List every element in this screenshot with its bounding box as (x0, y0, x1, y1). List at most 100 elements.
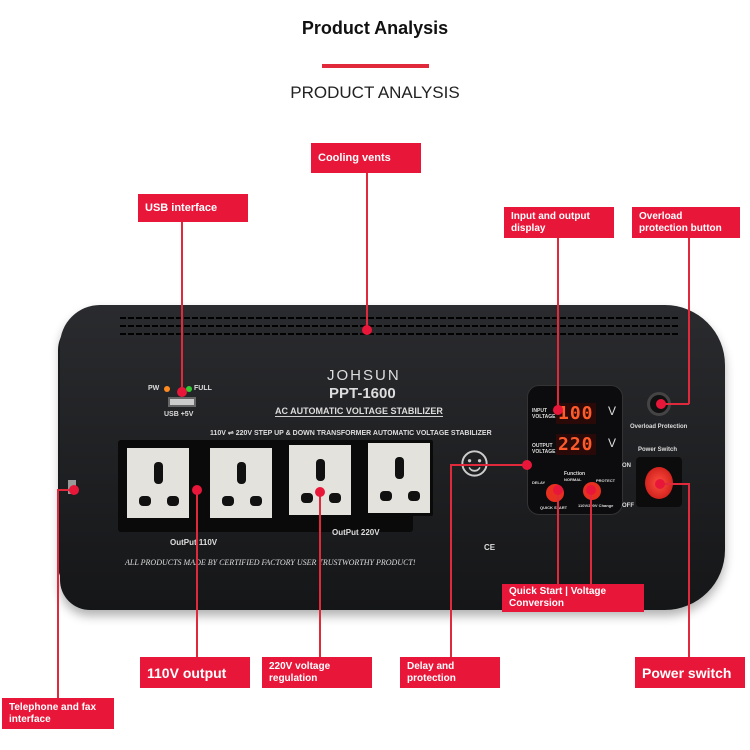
vent-slot (664, 317, 670, 319)
vent-slot (608, 317, 614, 319)
vent-slot (488, 333, 494, 335)
vent-slot (256, 317, 262, 319)
spec-line: 110V ⇌ 220V STEP UP & DOWN TRANSFORMER A… (210, 430, 492, 437)
overload-label: Overload Protection (630, 424, 688, 430)
vent-slot (352, 333, 358, 335)
vent-slot (216, 325, 222, 327)
vent-slot (576, 325, 582, 327)
vent-slot (352, 325, 358, 327)
vent-slot (184, 325, 190, 327)
vent-slot (264, 333, 270, 335)
vent-slot (416, 317, 422, 319)
vent-slot (272, 333, 278, 335)
output-unit: V (608, 436, 617, 450)
vent-slot (344, 325, 350, 327)
vent-slot (280, 317, 286, 319)
slogan: ALL PRODUCTS MADE BY CERTIFIED FACTORY U… (125, 558, 416, 567)
vent-slot (592, 333, 598, 335)
vent-slot (232, 317, 238, 319)
vent-slot (488, 317, 494, 319)
function-label: Function (564, 471, 586, 477)
vent-slot (184, 333, 190, 335)
vent-slot (120, 317, 126, 319)
vent-slot (512, 317, 518, 319)
outlet-220v-2[interactable] (365, 440, 433, 516)
vent-slot (648, 325, 654, 327)
vent-slot (176, 317, 182, 319)
vent-slot (576, 333, 582, 335)
vent-slot (360, 317, 366, 319)
vent-slot (136, 333, 142, 335)
vent-slot (280, 325, 286, 327)
vent-slot (672, 333, 678, 335)
callout-io-display: Input and output display (504, 207, 614, 238)
full-led (186, 386, 192, 392)
output-voltage-label: OUTPUT VOLTAGE (532, 443, 556, 455)
vent-slot (304, 317, 310, 319)
vent-slot (632, 325, 638, 327)
callout-cooling-vents: Cooling vents (311, 143, 421, 173)
vent-slot (320, 333, 326, 335)
vent-slot (624, 317, 630, 319)
vent-slot (256, 325, 262, 327)
vent-slot (528, 317, 534, 319)
vent-slot (168, 317, 174, 319)
vent-slot (120, 325, 126, 327)
vent-slot (448, 317, 454, 319)
vent-slot (600, 325, 606, 327)
vent-slot (152, 333, 158, 335)
vent-slot (408, 333, 414, 335)
vent-slot (672, 325, 678, 327)
vent-slot (224, 317, 230, 319)
vent-slot (552, 317, 558, 319)
vent-slot (408, 325, 414, 327)
usb-port[interactable] (168, 397, 196, 407)
vent-slot (432, 333, 438, 335)
vent-slot (624, 333, 630, 335)
vent-slot (296, 333, 302, 335)
vent-slot (584, 333, 590, 335)
vent-slot (232, 325, 238, 327)
vent-slot (512, 325, 518, 327)
vent-slot (672, 317, 678, 319)
input-unit: V (608, 404, 617, 418)
voltage-stabilizer-device: PW FULL USB +5V JOHSUN PPT-1600 AC AUTOM… (60, 305, 725, 610)
outlet-110v-2[interactable] (207, 445, 275, 521)
vent-slot (512, 333, 518, 335)
brand-logo: JOHSUN (327, 367, 401, 384)
vent-slot (640, 325, 646, 327)
vent-slot (656, 333, 662, 335)
vent-slot (456, 317, 462, 319)
vent-slot (128, 325, 134, 327)
vent-slot (344, 333, 350, 335)
callout-110v-output: 110V output (140, 657, 250, 688)
vent-slot (560, 333, 566, 335)
page-subtitle: PRODUCT ANALYSIS (290, 83, 460, 102)
off-label: OFF (622, 503, 634, 509)
callout-delay-protection: Delay and protection (400, 657, 500, 688)
vent-slot (320, 325, 326, 327)
vent-slot (656, 325, 662, 327)
vent-slot (520, 325, 526, 327)
vent-slot (472, 317, 478, 319)
vent-slot (544, 333, 550, 335)
vent-slot (240, 333, 246, 335)
outlet-110v-1[interactable] (124, 445, 192, 521)
vent-slot (480, 317, 486, 319)
vent-slot (168, 333, 174, 335)
vent-slot (216, 333, 222, 335)
vent-slot (568, 333, 574, 335)
vent-slot (232, 333, 238, 335)
output-voltage-readout: 220 (556, 434, 596, 455)
vent-slot (616, 325, 622, 327)
vent-slot (584, 317, 590, 319)
vent-slot (320, 317, 326, 319)
vent-slot (312, 317, 318, 319)
input-voltage-label: INPUT VOLTAGE (532, 408, 556, 420)
vent-slot (192, 325, 198, 327)
vent-slot (496, 325, 502, 327)
vent-slot (608, 325, 614, 327)
vent-slot (520, 317, 526, 319)
vent-slot (656, 317, 662, 319)
vent-slot (568, 325, 574, 327)
